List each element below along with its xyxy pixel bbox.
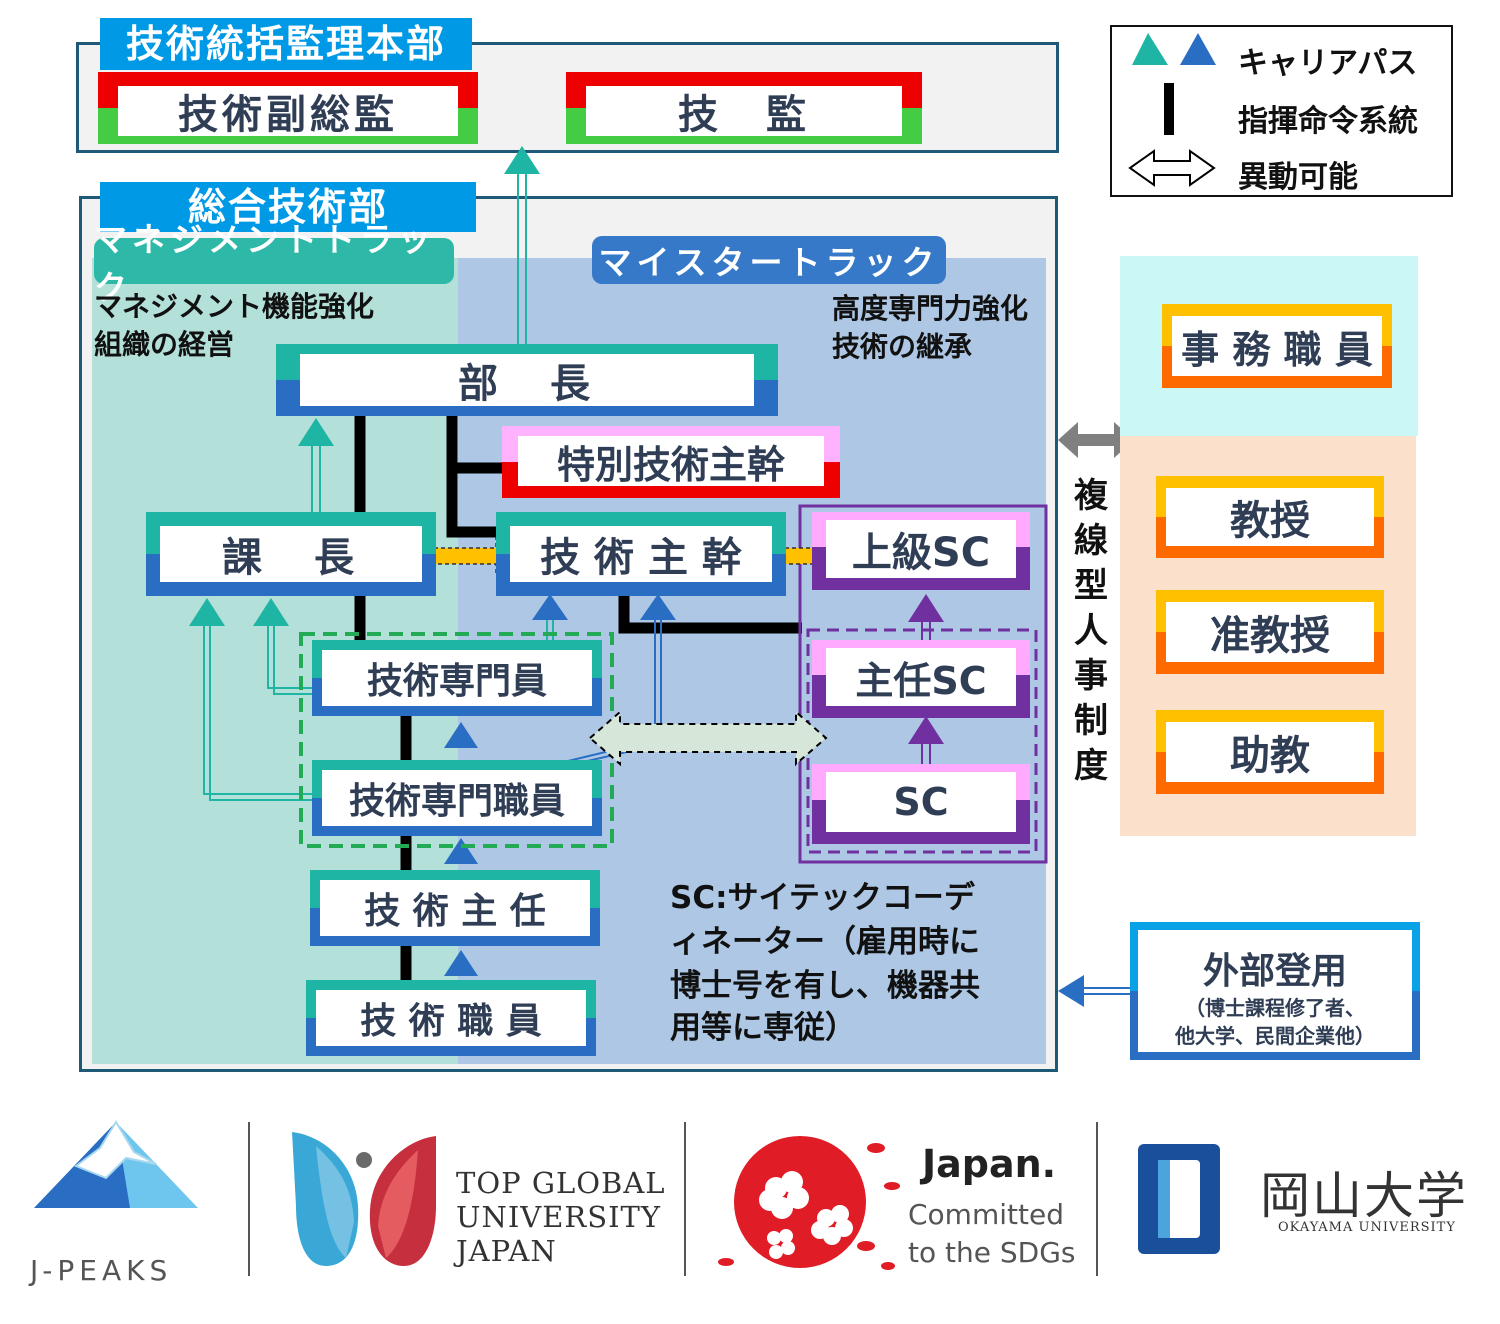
bucho-label: 部 長 — [300, 354, 754, 407]
okayama-logo-icon — [1138, 1144, 1220, 1254]
meister-note-2: 技術の継承 — [832, 330, 973, 363]
external-hire-box: 外部登用 （博士課程修了者、 他大学、民間企業他） — [1130, 922, 1420, 1060]
sc-box: SC — [812, 764, 1030, 844]
okayama-label: 岡山大学 — [1260, 1167, 1468, 1225]
command-line-chief-sc — [618, 596, 802, 634]
okayama-en-label: OKAYAMA UNIVERSITY — [1278, 1220, 1456, 1235]
logo-divider-1 — [248, 1122, 250, 1276]
legend-transfer: 異動可能 — [1238, 160, 1358, 195]
assistant-professor-box: 助教 — [1156, 710, 1384, 794]
chief-box: 技 術 主 幹 — [496, 512, 786, 596]
logo-divider-3 — [1096, 1122, 1098, 1276]
career-arrow-to-bucho-icon — [298, 418, 334, 446]
professor-box: 教授 — [1156, 476, 1384, 558]
top-global-butterfly-icon — [292, 1132, 436, 1266]
meister-note-1: 高度専門力強化 — [832, 292, 1029, 325]
legend-double-arrow-icon — [1128, 149, 1216, 187]
specialist-group-dashed — [299, 632, 614, 848]
career-arrow-to-chief-sc-icon — [908, 716, 944, 744]
admin-box: 事 務 職 員 — [1162, 304, 1392, 388]
assistant-professor-label: 助教 — [1166, 722, 1374, 782]
command-line-bucho-chief — [446, 412, 500, 538]
professor-label: 教授 — [1166, 488, 1374, 546]
external-hire-sub-1: （博士課程修了者、 — [1185, 996, 1365, 1020]
technical-staff-label: 技 術 職 員 — [316, 990, 586, 1046]
technical-lead-box: 技 術 主 任 — [310, 870, 600, 946]
top-org-title: 技術統括監理本部 — [100, 18, 472, 70]
tgu-line-2: UNIVERSITY — [456, 1200, 662, 1234]
chief-label: 技 術 主 幹 — [510, 526, 772, 582]
dept-title: 総合技術部 — [100, 182, 476, 232]
chief-sc-label: 主任SC — [826, 648, 1016, 706]
chief-sc-box: 主任SC — [812, 640, 1030, 718]
deputy-director-label: 技術副総監 — [118, 86, 458, 138]
career-arrow-to-specialist-staff-icon — [444, 838, 478, 864]
dual-system-label: 複 線 型 人 事 制 度 — [1074, 476, 1108, 786]
sc-label: SC — [826, 772, 1016, 832]
director-label: 技 監 — [586, 86, 902, 138]
legend-symbols — [1128, 33, 1216, 187]
dual-system-arrow-icon — [1058, 422, 1134, 458]
kacho-box: 課 長 — [146, 512, 436, 596]
deputy-director-box: 技術副総監 — [98, 72, 478, 144]
legend-command: 指揮命令系統 — [1238, 104, 1418, 139]
special-chief-box: 特別技術主幹 — [502, 426, 840, 498]
tgu-line-1: TOP GLOBAL — [456, 1166, 666, 1200]
career-arrow-to-lead-icon — [444, 950, 478, 976]
jpeaks-logo-icon — [34, 1120, 198, 1208]
transfer-dashed-arrow-icon — [588, 709, 828, 767]
sdgs-sakura-icon — [718, 1136, 900, 1270]
assoc-professor-box: 准教授 — [1156, 590, 1384, 674]
management-note-1: マネジメント機能強化 — [94, 290, 375, 323]
external-hire-title: 外部登用 — [1202, 951, 1347, 992]
legend-teal-triangle-icon — [1132, 33, 1168, 65]
specialist-staff-box: 技術専門職員 — [312, 760, 602, 836]
career-arrow-to-chief-2-icon — [640, 594, 676, 620]
specialist-box: 技術専門員 — [312, 640, 602, 716]
meister-track-label: マイスタートラック — [592, 236, 946, 284]
sc-note-2: ィネーター（雇用時に — [670, 924, 980, 960]
sdgs-line-1: Committed — [908, 1198, 1064, 1231]
japan-label: Japan. — [922, 1142, 1057, 1186]
logo-divider-2 — [684, 1122, 686, 1276]
external-hire-sub-2: 他大学、民間企業他） — [1175, 1024, 1375, 1048]
director-box: 技 監 — [566, 72, 922, 144]
technical-lead-label: 技 術 主 任 — [320, 880, 590, 936]
assoc-professor-label: 准教授 — [1166, 602, 1374, 662]
kacho-label: 課 長 — [160, 526, 422, 582]
legend-career-path: キャリアパス — [1238, 46, 1418, 81]
senior-sc-label: 上級SC — [826, 520, 1016, 578]
management-note-2: 組織の経営 — [94, 328, 235, 361]
specialist-label: 技術専門員 — [322, 650, 592, 706]
sc-note-1: SC:サイテックコーデ — [670, 880, 975, 916]
technical-staff-box: 技 術 職 員 — [306, 980, 596, 1056]
jpeaks-label: J-PEAKS — [30, 1254, 173, 1287]
career-arrow-to-kacho-2-icon — [253, 598, 289, 626]
sc-group-outer — [798, 504, 1048, 864]
legend-blue-triangle-icon — [1180, 33, 1216, 65]
career-arrow-to-senior-sc-icon — [908, 594, 944, 622]
legend-command-line-icon — [1164, 83, 1174, 135]
career-arrow-to-specialist-icon — [444, 722, 478, 748]
career-arrow-to-top-icon — [504, 146, 540, 174]
career-arrow-to-chief-1-icon — [532, 594, 568, 620]
specialist-staff-label: 技術専門職員 — [322, 770, 592, 826]
special-chief-label: 特別技術主幹 — [518, 436, 824, 487]
sdgs-line-2: to the SDGs — [908, 1236, 1076, 1269]
sc-note-4: 用等に専従） — [670, 1010, 856, 1046]
career-arrow-to-kacho-1-icon — [189, 598, 225, 626]
sc-note-3: 博士号を有し、機器共 — [670, 968, 980, 1004]
tgu-line-3: JAPAN — [456, 1234, 557, 1268]
senior-sc-box: 上級SC — [812, 512, 1030, 590]
external-hire-arrow-icon — [1058, 975, 1084, 1007]
admin-label: 事 務 職 員 — [1172, 316, 1382, 376]
bucho-box: 部 長 — [276, 344, 778, 416]
